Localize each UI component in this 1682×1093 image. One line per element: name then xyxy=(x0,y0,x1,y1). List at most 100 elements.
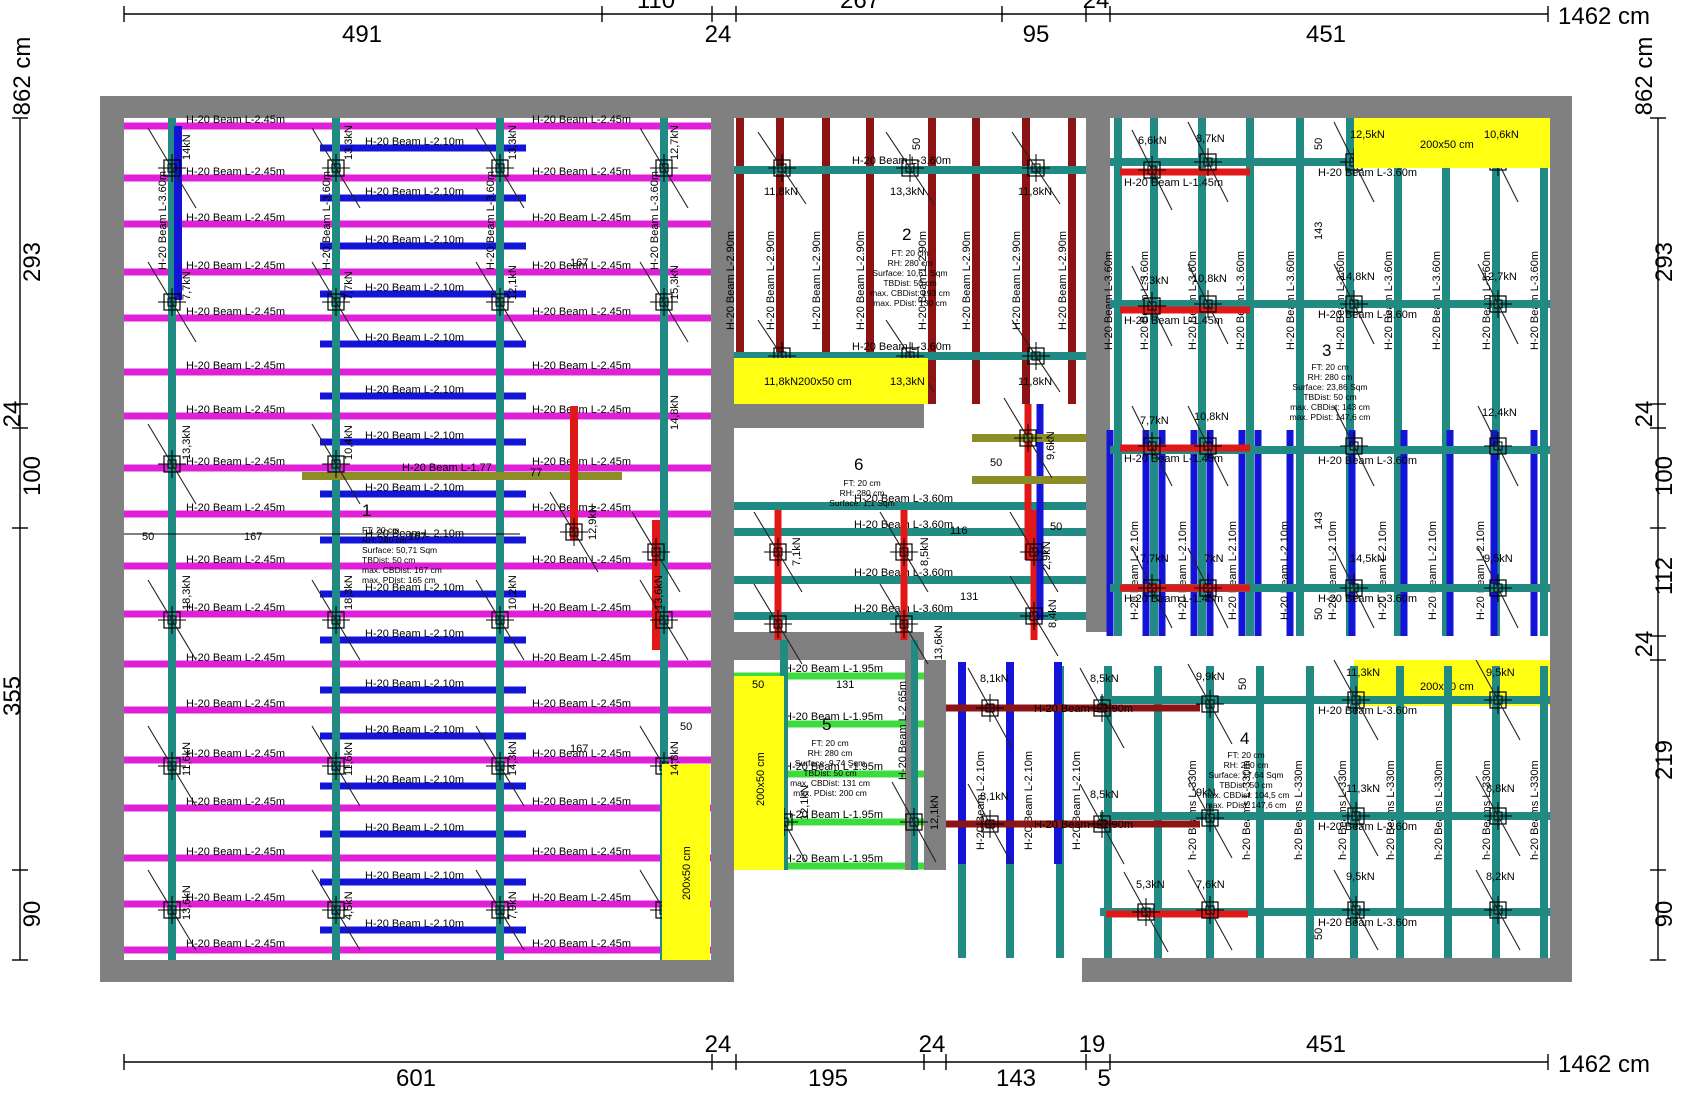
spacing-label: 50 xyxy=(990,457,1002,469)
section-number: 4 xyxy=(1240,729,1249,748)
section-note: Surface: 50,71 Sqm xyxy=(362,545,437,555)
brace xyxy=(147,869,197,951)
brace xyxy=(1131,129,1173,211)
beam-label: H-20 Beam L-2.45m xyxy=(532,698,631,710)
section-note: max. CBDist: 167 cm xyxy=(362,565,442,575)
beam-teal-vertical xyxy=(1492,118,1500,636)
load-label: 10,8kN xyxy=(1192,273,1227,285)
beam-blue-vertical xyxy=(1054,662,1062,864)
beam-red-vertical xyxy=(900,510,908,640)
brace xyxy=(311,579,361,661)
beam-grey-vertical xyxy=(905,640,911,870)
brace xyxy=(475,579,525,661)
beam-green xyxy=(734,818,924,826)
section-note: Surface: 1,1 Sqm xyxy=(829,498,895,508)
load-label: 14,5kN xyxy=(1350,553,1385,565)
beam-teal xyxy=(1100,696,1550,704)
beam-label-vertical: h-20 Beams L-330m xyxy=(1529,760,1541,860)
section-note: FT: 20 cm xyxy=(891,248,928,258)
beam-label-vertical: H-20 Beam L-2.10m xyxy=(1327,521,1339,620)
brace xyxy=(879,583,929,665)
load-label: 9,9kN xyxy=(1196,671,1225,683)
dim-label-top: 267 xyxy=(840,0,880,14)
beam-label: H-20 Beam L-2.45m xyxy=(532,602,631,614)
brace xyxy=(475,127,525,209)
spacing-label: 50 xyxy=(1313,138,1325,150)
dim-label-right: 293 xyxy=(1651,242,1678,282)
beam-label: H-20 Beam L-2.10m xyxy=(365,234,464,246)
beam-blue xyxy=(320,490,526,498)
load-label: 8,8kN xyxy=(1486,783,1515,795)
brace xyxy=(1475,775,1521,857)
load-label: 9,6kN xyxy=(1045,431,1057,460)
beam-magenta xyxy=(124,220,711,228)
beam-blue xyxy=(320,686,526,694)
beam-blue-vertical xyxy=(1254,430,1262,636)
beam-blue xyxy=(320,926,526,934)
section-note: Surface: 9,74 Sqm xyxy=(795,758,865,768)
load-label: 11,8kN xyxy=(1018,186,1052,198)
beam-label: H-20 Beam L-2.10m xyxy=(365,582,464,594)
load-label: 11,6kN xyxy=(181,742,193,776)
beam-label: H-20 Beam L-2.45m xyxy=(186,652,285,664)
beam-blue-vertical xyxy=(958,662,966,864)
section-note: TBDist: 50 cm xyxy=(883,278,936,288)
beam-darkred-vertical xyxy=(866,118,874,404)
load-label: 10,8kN xyxy=(1194,411,1229,423)
load-label: 7,3kN xyxy=(1140,275,1169,287)
beam-red xyxy=(1120,584,1250,592)
beam-label: H-20 Beam L-2.45m xyxy=(186,306,285,318)
beam-magenta xyxy=(124,562,711,570)
load-label: 12,7kN xyxy=(1482,271,1517,283)
beam-blue xyxy=(320,290,526,298)
dim-label-left: 90 xyxy=(19,901,46,928)
dim-label-left: 355 xyxy=(0,676,26,716)
beam-label: H-20 Beam L-1.95m xyxy=(784,809,883,821)
beam-label: H-20 Beam L-2.45m xyxy=(186,166,285,178)
load-label: 11,8kN xyxy=(764,186,798,198)
dim-label-bottom: 24 xyxy=(919,1031,946,1058)
section-note: RH: 280 cm xyxy=(1224,760,1269,770)
beam-teal-vertical xyxy=(1346,118,1354,636)
beam-teal-vertical xyxy=(660,118,668,960)
beam-label: H-20 Beam L-3.60m xyxy=(1318,917,1417,929)
spacing-label: 167 xyxy=(244,531,262,543)
beam-label: H-20 Beam L-2.45m xyxy=(532,166,631,178)
beam-red xyxy=(1106,910,1248,918)
beam-label: H-20 Beam L-2.45m xyxy=(186,360,285,372)
brace xyxy=(1187,263,1229,345)
beam-label-vertical: H-20 Beam L-2.10m xyxy=(1377,521,1389,620)
brace xyxy=(639,579,689,661)
section-note: FT: 20 cm xyxy=(811,738,848,748)
beam-label-vertical: H-20 Beam L-2.10m xyxy=(1129,521,1141,620)
beam-red xyxy=(1120,444,1250,452)
beam-teal xyxy=(734,576,1086,584)
beam-label-vertical: H-20 Beam L-3.60m xyxy=(649,171,661,270)
beam-label: H-20 Beam L-2.45m xyxy=(186,502,285,514)
beam-label: H-20 Beam L-2.90m xyxy=(1034,703,1133,715)
beam-blue xyxy=(320,242,526,250)
spacing-label: 50 xyxy=(1237,678,1249,690)
prop-block-yellow xyxy=(734,358,928,404)
beam-label-vertical: H-20 Beam L-2.10m xyxy=(1023,751,1035,850)
beam-blue xyxy=(320,590,526,598)
dim-label-left: 100 xyxy=(19,456,46,496)
beam-magenta xyxy=(124,464,711,472)
section-note: TBDist: 50 cm xyxy=(1303,392,1356,402)
section-note: TBDist: 50 cm xyxy=(1219,780,1272,790)
beam-magenta xyxy=(124,706,711,714)
beam-blue xyxy=(320,830,526,838)
beam-olive xyxy=(302,472,622,480)
beam-label: H-20 Beam L-2.45m xyxy=(186,212,285,224)
area-connector-2 xyxy=(1082,632,1550,660)
beam-label-vertical: h-20 Beams L-330m xyxy=(1293,760,1305,860)
brace xyxy=(757,131,807,205)
beam-label: H-20 Beam L-2.45m xyxy=(532,404,631,416)
beam-teal xyxy=(734,528,1086,536)
brace xyxy=(1333,775,1379,857)
load-label: 8,1kN xyxy=(980,673,1009,685)
load-label: 14,3kN xyxy=(507,741,519,776)
beam-teal-vertical xyxy=(1394,118,1402,636)
beam-label: H-20 Beam L-2.45m xyxy=(186,602,285,614)
